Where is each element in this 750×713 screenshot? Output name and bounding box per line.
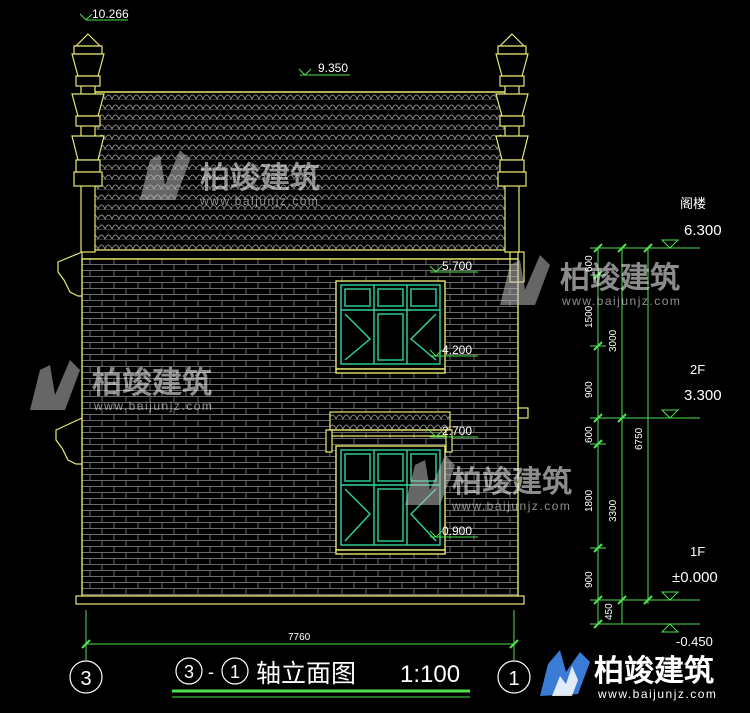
watermark-4: 柏竣建筑 www.baijunjz.com [405, 455, 572, 513]
watermark-url: www.baijunjz.com [199, 194, 319, 208]
axis-left-label: 3 [80, 668, 91, 690]
watermark-2: 柏竣建筑 www.baijunjz.com [30, 360, 213, 413]
axis-bubble-right: 1 [497, 660, 531, 694]
title-axis-to: 1 [230, 662, 240, 682]
dim-mid-2: 3300 [608, 499, 619, 522]
level-2f-label: 2F [690, 362, 705, 377]
watermark-brand: 柏竣建筑 [200, 161, 320, 196]
level-1f-label: 1F [690, 544, 705, 559]
watermark-brand: 柏竣建筑 [560, 261, 680, 296]
dim-total: 6750 [634, 427, 645, 450]
level-2f-value: 3.300 [684, 387, 722, 404]
upper-window [335, 280, 446, 374]
dim-width: 7760 [288, 632, 311, 643]
watermark-1: 柏竣建筑 www.baijunjz.com [140, 150, 320, 208]
floor-level-markers [660, 239, 680, 633]
corner-logo-brand: 柏竣建筑 [594, 654, 714, 689]
elev-upper-window-top: 5.700 [442, 259, 472, 273]
level-attic-label: 阁楼 [680, 196, 706, 211]
corner-logo: 柏竣建筑 www.baijunjz.com [540, 650, 717, 701]
eave-band [81, 249, 519, 260]
elevation-markers [79, 13, 478, 538]
dim-v-5: 1800 [584, 489, 595, 512]
watermark-logo-icon [500, 255, 550, 305]
title-axis-from: 3 [184, 662, 194, 682]
lower-window-canopy [325, 411, 453, 453]
dim-v-7: 450 [604, 603, 615, 620]
watermark-3: 柏竣建筑 www.baijunjz.com [500, 255, 681, 308]
dim-v-6: 900 [584, 571, 595, 588]
dimension-chains [590, 243, 700, 629]
watermark-brand: 柏竣建筑 [92, 366, 212, 401]
dim-v-4: 600 [584, 426, 595, 443]
watermark-logo-icon [140, 150, 190, 200]
roof-tiles [95, 92, 505, 254]
axis-right-label: 1 [508, 668, 519, 690]
right-pillar [495, 33, 529, 253]
width-dimension [81, 610, 519, 660]
level-1f-value: ±0.000 [672, 569, 718, 586]
level-attic-value: 6.300 [684, 222, 722, 239]
title-name: 轴立面图 [256, 660, 356, 688]
left-side-bracket-upper [57, 251, 83, 297]
watermark-url: www.baijunjz.com [451, 499, 571, 513]
corner-logo-url: www.baijunjz.com [597, 687, 717, 701]
dimension-text: 600 1500 900 600 1800 900 450 3000 3300 … [584, 255, 645, 620]
watermark-url: www.baijunjz.com [93, 399, 213, 413]
elev-upper-window-sill: 4.200 [442, 343, 472, 357]
right-side-bracket [517, 407, 529, 419]
level-ground-value: -0.450 [676, 634, 713, 649]
watermark-brand: 柏竣建筑 [452, 465, 572, 500]
watermark-logo-icon [405, 455, 455, 505]
corner-logo-icon [540, 650, 590, 696]
elev-lower-window-sill: 0.900 [442, 524, 472, 538]
watermark-url: www.baijunjz.com [561, 294, 681, 308]
watermark-logo-icon [30, 360, 80, 410]
elev-eave: 9.350 [318, 61, 348, 75]
elev-ridge-top: 10.266 [92, 7, 129, 21]
axis-bubble-left: 3 [69, 660, 103, 694]
title-dash: - [208, 662, 214, 682]
drawing-title: 3 - 1 轴立面图 1:100 [172, 657, 470, 698]
left-pillar [71, 33, 105, 253]
dim-v-2: 1500 [584, 305, 595, 328]
elev-lower-window-top: 2.700 [442, 424, 472, 438]
dim-mid-1: 3000 [608, 329, 619, 352]
building [55, 33, 529, 605]
title-scale: 1:100 [400, 661, 460, 688]
dim-v-3: 900 [584, 381, 595, 398]
dim-v-1: 600 [584, 255, 595, 272]
plinth [75, 595, 525, 605]
left-side-bracket-lower [55, 417, 83, 465]
